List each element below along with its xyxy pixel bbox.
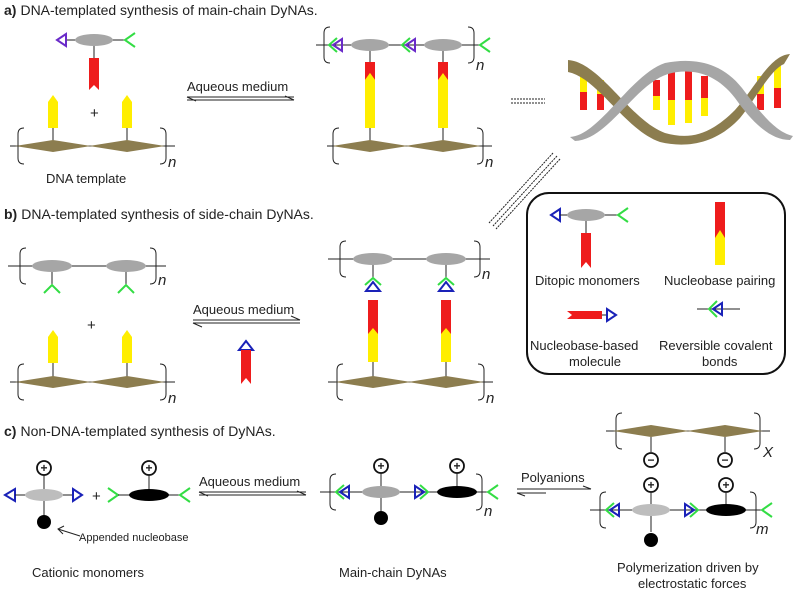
main-chain-dynas-label: Main-chain DyNAs bbox=[339, 565, 447, 580]
svg-text:Aqueous medium: Aqueous medium bbox=[187, 79, 288, 94]
panel-b-letter: b) bbox=[4, 206, 17, 222]
legend-bonds-icon bbox=[697, 300, 740, 318]
svg-text:+: + bbox=[722, 478, 729, 492]
legend-molecule-icon bbox=[567, 307, 618, 323]
svg-text:X: X bbox=[762, 444, 774, 461]
svg-text:+: + bbox=[377, 459, 384, 473]
polymerization-label-2: electrostatic forces bbox=[638, 576, 747, 591]
equivalence-dashes bbox=[511, 98, 545, 104]
plus-sign: + bbox=[90, 105, 99, 122]
electrostatic-polymer: + + m bbox=[590, 477, 773, 547]
svg-text:Appended nucleobase: Appended nucleobase bbox=[79, 532, 188, 544]
svg-text:Polyanions: Polyanions bbox=[521, 470, 585, 485]
svg-text:−: − bbox=[721, 453, 728, 467]
svg-text:+: + bbox=[40, 461, 47, 475]
panel-c-letter: c) bbox=[4, 423, 16, 439]
polyanion-strand: X − − bbox=[606, 412, 774, 468]
cationic-monomer-black: + bbox=[107, 460, 191, 503]
svg-text:+: + bbox=[145, 461, 152, 475]
red-nucleobase bbox=[89, 58, 99, 90]
legend-connector-dashes bbox=[488, 152, 561, 230]
legend-ditopic-label: Ditopic monomers bbox=[535, 273, 640, 288]
legend-bonds-label-2: bonds bbox=[702, 354, 738, 369]
green-fork-icon bbox=[123, 32, 136, 48]
svg-text:n: n bbox=[168, 154, 176, 171]
svg-text:m: m bbox=[756, 521, 769, 538]
svg-text:+: + bbox=[647, 478, 654, 492]
polymerization-label-1: Polymerization driven by bbox=[617, 560, 759, 575]
ditopic-monomer bbox=[55, 32, 136, 90]
dna-template: n bbox=[10, 95, 176, 171]
panel-a-title: DNA-templated synthesis of main-chain Dy… bbox=[20, 2, 317, 18]
dna-template-label: DNA template bbox=[46, 171, 126, 186]
svg-text:n: n bbox=[158, 272, 166, 289]
polyanions-arrow: Polyanions bbox=[516, 470, 592, 497]
svg-text:Aqueous medium: Aqueous medium bbox=[199, 474, 300, 489]
panel-b: b)DNA-templated synthesis of side-chain … bbox=[4, 206, 494, 407]
cationic-monomers-label: Cationic monomers bbox=[32, 565, 144, 580]
svg-text:c)Non-DNA-templated synthesis: c)Non-DNA-templated synthesis of DyNAs. bbox=[4, 423, 276, 439]
svg-text:+: + bbox=[453, 459, 460, 473]
svg-text:n: n bbox=[168, 390, 176, 407]
cationic-monomer-gray: + bbox=[3, 460, 84, 529]
plus-sign-b: + bbox=[87, 317, 96, 334]
side-chain-polymer: n bbox=[8, 247, 166, 294]
legend-pairing-label: Nucleobase pairing bbox=[664, 273, 775, 288]
svg-text:n: n bbox=[484, 503, 492, 520]
gray-ellipse bbox=[75, 34, 113, 46]
side-chain-dyna-product: n n bbox=[328, 240, 494, 407]
double-helix-illustration bbox=[568, 54, 793, 145]
legend-box: Ditopic monomers Nucleobase pairing Nucl… bbox=[526, 192, 786, 375]
panel-a: a)DNA-templated synthesis of main-chain … bbox=[4, 2, 793, 230]
svg-text:−: − bbox=[647, 453, 654, 467]
legend-molecule-label-1: Nucleobase-based bbox=[530, 338, 638, 353]
dna-template-b: n bbox=[10, 330, 176, 407]
svg-text:n: n bbox=[482, 266, 490, 283]
equilibrium-arrow-a: Aqueous medium bbox=[186, 79, 295, 102]
plus-sign-c: + bbox=[92, 488, 101, 505]
equilibrium-arrow-b: Aqueous medium bbox=[192, 302, 301, 328]
appended-nucleobase-annotation: Appended nucleobase bbox=[57, 525, 188, 544]
legend-pairing-icon bbox=[715, 202, 725, 265]
legend-bonds-label-1: Reversible covalent bbox=[659, 338, 773, 353]
purple-triangle-icon bbox=[55, 32, 67, 48]
svg-text:n: n bbox=[476, 57, 484, 74]
panel-c-title: Non-DNA-templated synthesis of DyNAs. bbox=[20, 423, 275, 439]
legend-ditopic-icon bbox=[549, 207, 629, 268]
equilibrium-arrow-c: Aqueous medium bbox=[198, 474, 307, 497]
main-chain-dyna-c: + + n bbox=[320, 458, 499, 525]
main-chain-dyna-product: n n bbox=[316, 26, 493, 171]
panel-c: c)Non-DNA-templated synthesis of DyNAs. … bbox=[3, 412, 774, 591]
nucleobase-based-molecule bbox=[236, 339, 256, 384]
svg-text:n: n bbox=[485, 154, 493, 171]
svg-text:n: n bbox=[486, 390, 494, 407]
panel-b-title: DNA-templated synthesis of side-chain Dy… bbox=[21, 206, 314, 222]
svg-text:Aqueous medium: Aqueous medium bbox=[193, 302, 294, 317]
svg-text:a)DNA-templated synthesis of m: a)DNA-templated synthesis of main-chain … bbox=[4, 2, 318, 18]
svg-text:b)DNA-templated synthesis of s: b)DNA-templated synthesis of side-chain … bbox=[4, 206, 314, 222]
legend-molecule-label-2: molecule bbox=[569, 354, 621, 369]
panel-a-letter: a) bbox=[4, 2, 16, 18]
